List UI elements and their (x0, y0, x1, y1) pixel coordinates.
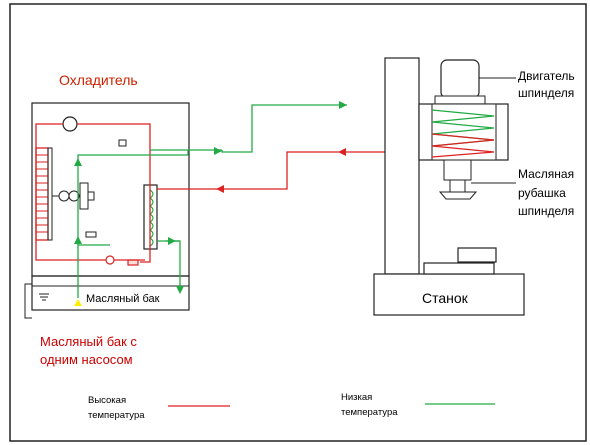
machine-tool (373, 57, 525, 316)
legend-high-line2: температура (88, 410, 145, 421)
fan-hub-2 (68, 190, 80, 202)
motor-label-line1: Двигатель (518, 69, 575, 83)
spindle-collar (449, 179, 466, 193)
jacket-label-line1: Масляная (518, 167, 574, 181)
jacket-label-line3: шпинделя (518, 204, 574, 218)
chiller-title: Охладитель (59, 72, 138, 88)
spindle-neck (443, 159, 472, 181)
return-arrow (176, 286, 184, 294)
filter (85, 231, 97, 238)
fan-hub-1 (58, 190, 70, 202)
condenser-fins (36, 154, 48, 233)
motor-label-line2: шпинделя (518, 86, 574, 100)
machine-table-top (457, 247, 497, 263)
condenser-casing (47, 147, 53, 241)
oil-circuit-internal (77, 154, 150, 276)
pump-tank-caption-line2: одним насосом (40, 352, 133, 367)
oil-tank-label: Масляный бак (86, 293, 160, 305)
expansion-valve (127, 259, 139, 266)
hot-arrow-2 (216, 185, 224, 193)
legend-high-line1: Высокая (88, 395, 126, 406)
jacket-label-line2: рубашка (518, 186, 566, 200)
machine-column (384, 57, 420, 275)
machine-label: Станок (422, 290, 469, 306)
pump-tank-caption-line1: Масляный бак с (40, 334, 137, 349)
evaporator-coil (148, 189, 154, 247)
motor-base (434, 95, 486, 105)
hot-arrow-1 (338, 148, 346, 156)
internal-up-arrow-2 (74, 236, 82, 244)
fan-motor-cap (87, 191, 95, 201)
machine-table (423, 262, 495, 275)
machine-base (373, 273, 525, 316)
legend: Высокая температура Низкая температура (88, 392, 495, 421)
legend-low-line1: Низкая (341, 392, 372, 403)
refrigerant-circuit (35, 123, 151, 263)
jacket-coil-red (431, 133, 495, 158)
cold-arrow-1 (214, 147, 222, 155)
fan-motor (79, 182, 89, 210)
receiver (105, 255, 115, 265)
internal-up-arrow-1 (74, 158, 82, 166)
spindle-motor (440, 59, 480, 99)
compressor (62, 116, 78, 132)
oil-tank-box (31, 275, 190, 311)
legend-low-line2: температура (341, 407, 398, 418)
level-gauge (24, 283, 32, 319)
chiller-unit (24, 102, 190, 319)
spindle-tool (438, 191, 478, 200)
pump-marker (74, 299, 82, 306)
oil-circuit-down-return (157, 240, 181, 292)
cold-oil-supply-line (150, 104, 347, 156)
internal-arrow-right (168, 237, 176, 245)
diagram-frame (9, 3, 587, 442)
cold-arrow-2 (339, 101, 347, 109)
control-box (118, 139, 127, 147)
